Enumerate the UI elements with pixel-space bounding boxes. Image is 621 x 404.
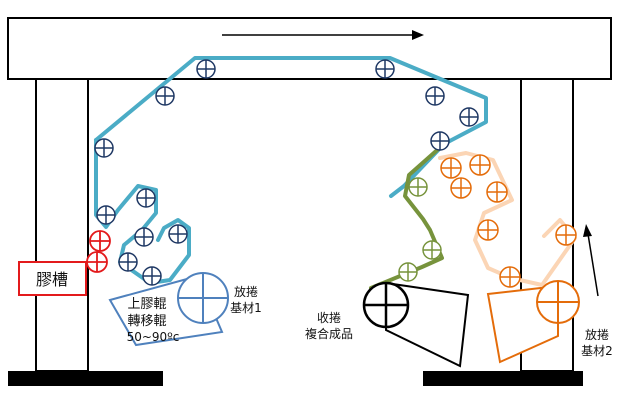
- substrate2-roller: [450, 177, 472, 199]
- laminate-roller: [398, 262, 418, 282]
- substrate2-roller: [555, 224, 577, 246]
- guide-roller: [168, 224, 188, 244]
- guide-roller: [459, 107, 479, 127]
- glue-roller: [86, 251, 108, 273]
- substrate2-roller: [477, 219, 499, 241]
- rewind-label-line1: 收捲: [317, 311, 341, 325]
- top-roller-label-line1: 上膠輥: [127, 297, 166, 312]
- unwind2-label-line1: 放捲: [585, 327, 609, 342]
- guide-roller: [96, 205, 116, 225]
- guide-roller: [425, 86, 445, 106]
- left-outer-column: [35, 78, 89, 372]
- travel-direction-arrow: [222, 30, 424, 40]
- unwind2-reel: [536, 280, 580, 324]
- guide-roller: [196, 59, 216, 79]
- glue-rollers: [86, 230, 111, 273]
- laminate-roller: [422, 240, 442, 260]
- unwind1-label-line1: 放捲: [234, 284, 258, 299]
- guide-roller: [134, 227, 154, 247]
- laminate-roller: [408, 177, 428, 197]
- guide-roller: [155, 86, 175, 106]
- guide-roller: [142, 266, 162, 286]
- unwind2-label-line2: 基材2: [581, 344, 613, 358]
- rewind-reel: [362, 281, 410, 329]
- top-roller-label-line3: 50~90ºc: [127, 330, 180, 344]
- guide-roller: [118, 252, 138, 272]
- glue-roller: [89, 230, 111, 252]
- substrate2-roller: [440, 157, 462, 179]
- left-base: [8, 371, 163, 386]
- guide-roller: [136, 188, 156, 208]
- right-base: [423, 371, 583, 386]
- web-path-blue: [94, 56, 488, 198]
- unwind1-label-line2: 基材1: [230, 301, 262, 315]
- substrate2-roller: [499, 266, 521, 288]
- glue-tank-label: 膠槽: [36, 270, 68, 289]
- glue-tank-box: [18, 261, 87, 296]
- top-roller-label-line2: 轉移輥: [127, 314, 166, 329]
- web-path-green: [369, 142, 446, 290]
- top-beam: [7, 17, 612, 80]
- guide-roller: [375, 59, 395, 79]
- substrate2-roller: [486, 181, 508, 203]
- unwind1-reel: [177, 272, 229, 324]
- guide-roller: [94, 138, 114, 158]
- guide-roller: [430, 131, 450, 151]
- substrate2-roller: [469, 154, 491, 176]
- unwind2-direction-arrow: [583, 224, 599, 297]
- rewind-label-line2: 複合成品: [305, 326, 353, 341]
